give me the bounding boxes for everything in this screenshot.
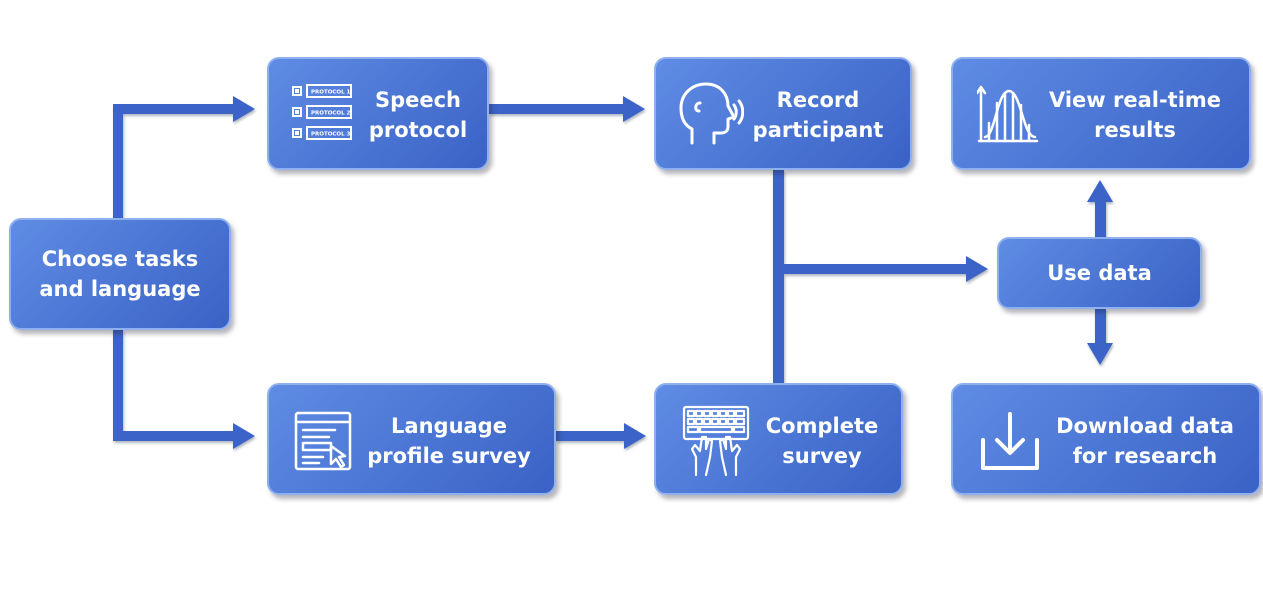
node-choose-tasks: Choose tasks and language (9, 218, 231, 330)
connector-language-complete (556, 431, 626, 441)
node-language-survey-label: Language profile survey (361, 411, 537, 471)
node-choose-tasks-label: Choose tasks and language (11, 244, 229, 304)
node-choose-tasks-line-1: Choose tasks (41, 247, 199, 271)
arrowhead-to-download (1087, 343, 1113, 365)
distribution-chart-icon (977, 83, 1039, 145)
node-choose-tasks-line-2: and language (39, 277, 201, 301)
node-record-participant-line-1: Record (776, 88, 860, 112)
node-speech-protocol: PROTOCOL 1 PROTOCOL 2 PROTOCOL 3 Speech … (267, 57, 489, 170)
arrowhead-to-record (623, 96, 645, 122)
node-record-participant: Record participant (654, 57, 912, 170)
connector-to-speech (113, 104, 235, 114)
connector-to-language (113, 431, 235, 441)
keyboard-typing-icon (682, 405, 750, 477)
arrowhead-to-language (233, 423, 255, 449)
node-view-results-line-1: View real-time (1048, 88, 1222, 112)
protocol-list-icon: PROTOCOL 1 PROTOCOL 2 PROTOCOL 3 (291, 83, 353, 145)
node-complete-survey-line-1: Complete (765, 414, 879, 438)
node-view-results-label: View real-time results (1043, 85, 1227, 145)
node-complete-survey: Complete survey (654, 383, 903, 495)
connector-to-download (1095, 309, 1106, 345)
node-record-participant-line-2: participant (752, 118, 884, 142)
arrowhead-to-complete (624, 423, 646, 449)
node-use-data-line-1: Use data (1047, 261, 1152, 285)
node-language-survey: Language profile survey (267, 383, 556, 495)
node-download-data-line-2: for research (1072, 444, 1218, 468)
node-use-data: Use data (997, 237, 1202, 309)
node-view-results-line-2: results (1094, 118, 1176, 142)
connector-to-view (1095, 200, 1106, 237)
node-language-survey-line-1: Language (391, 414, 507, 438)
node-download-data-label: Download data for research (1047, 411, 1243, 471)
arrowhead-to-speech (233, 96, 255, 122)
protocol-row-3: PROTOCOL 3 (311, 132, 351, 138)
survey-form-icon (293, 410, 353, 472)
connector-choose-up (113, 104, 123, 219)
arrowhead-to-use-data (966, 256, 988, 282)
protocol-row-2: PROTOCOL 2 (311, 111, 351, 117)
node-language-survey-line-2: profile survey (367, 444, 531, 468)
node-download-data-line-1: Download data (1056, 414, 1234, 438)
node-speech-protocol-label: Speech protocol (357, 85, 479, 145)
node-complete-survey-line-2: survey (782, 444, 862, 468)
node-use-data-label: Use data (999, 258, 1200, 288)
node-download-data: Download data for research (951, 383, 1261, 495)
connector-to-use-data (784, 264, 968, 274)
download-icon (979, 410, 1041, 472)
node-speech-protocol-line-2: protocol (368, 118, 468, 142)
arrowhead-to-view (1087, 180, 1113, 202)
node-speech-protocol-line-1: Speech (374, 88, 462, 112)
node-view-results: View real-time results (951, 57, 1251, 170)
speaking-head-icon (678, 81, 744, 147)
node-complete-survey-label: Complete survey (756, 411, 888, 471)
connector-speech-record (489, 104, 625, 114)
connector-choose-down (113, 330, 123, 441)
protocol-row-1: PROTOCOL 1 (311, 90, 351, 96)
node-record-participant-label: Record participant (748, 85, 888, 145)
connector-record-complete-join (773, 170, 784, 383)
